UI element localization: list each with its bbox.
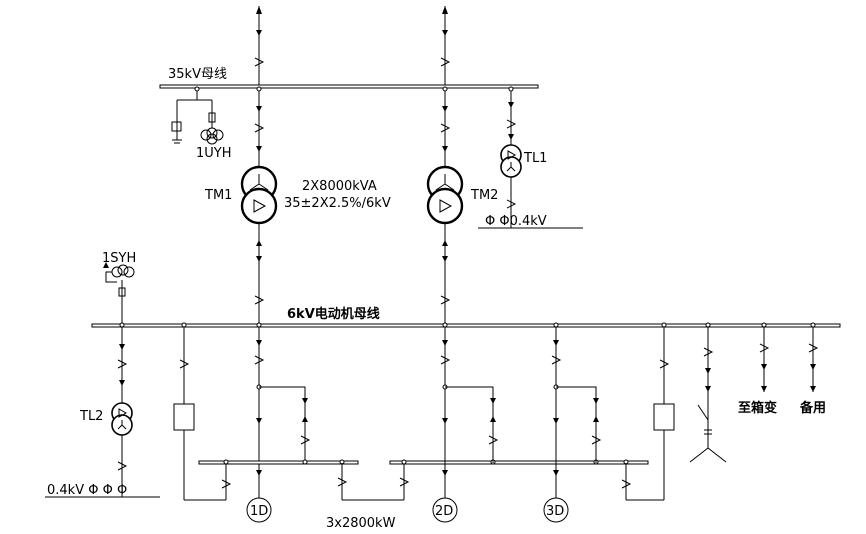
- spare-feeder: 备用: [799, 322, 826, 416]
- tl2-label: TL2: [79, 409, 103, 424]
- box-sub-feeder: 至箱变: [738, 322, 777, 416]
- feeder-box-right: [621, 322, 675, 501]
- incoming-feeder-2: [440, 6, 451, 86]
- motor-rating-label: 3x2800kW: [326, 516, 396, 531]
- lv-left-label: 0.4kV Φ Φ Φ: [47, 483, 127, 498]
- feeder-box-left: [173, 322, 232, 501]
- start-bus-right: [389, 460, 649, 465]
- motor-1d-label: 1D: [250, 504, 268, 519]
- tl1-label: TL1: [523, 151, 547, 166]
- start-bus-left: [198, 460, 359, 465]
- bus-6kv-label: 6kV电动机母线: [287, 306, 380, 322]
- tx-rating-line2: 35±2X2.5%/6kV: [284, 196, 391, 211]
- capacitor-branch: [689, 322, 727, 463]
- spare-label: 备用: [799, 400, 826, 416]
- bus-35kv-label: 35kV母线: [168, 67, 227, 82]
- motor-3d-label: 3D: [546, 504, 564, 519]
- start-bus-tie: 3x2800kW: [326, 463, 410, 531]
- tm1-label: TM1: [204, 188, 232, 203]
- pt-1uyh-branch: 1UYH: [171, 86, 232, 161]
- tm2-label: TM2: [470, 188, 498, 203]
- bus-35kv: [159, 84, 539, 89]
- pt-1syh-label: 1SYH: [102, 251, 136, 266]
- tl2-branch: TL2 0.4kV Φ Φ Φ: [45, 327, 160, 498]
- motor-3d-feeder: 3D: [543, 322, 602, 523]
- motor-2d-label: 2D: [435, 504, 453, 519]
- motor-2d-feeder: 2D: [432, 322, 499, 523]
- bus-6kv: [91, 323, 841, 328]
- incoming-feeder-1: [254, 6, 265, 86]
- motor-1d-feeder: 1D: [246, 322, 311, 523]
- tm1-branch: TM1: [204, 86, 278, 325]
- pt-1syh-branch: 1SYH: [102, 251, 136, 328]
- tl1-branch: TL1 Φ Φ0.4kV: [478, 86, 583, 229]
- lv-right-label: Φ Φ0.4kV: [485, 214, 547, 229]
- to-box-sub-label: 至箱变: [738, 400, 777, 416]
- tm2-branch: TM2: [426, 86, 498, 325]
- tx-rating-line1: 2X8000kVA: [302, 179, 377, 194]
- pt-1uyh-label: 1UYH: [196, 146, 232, 161]
